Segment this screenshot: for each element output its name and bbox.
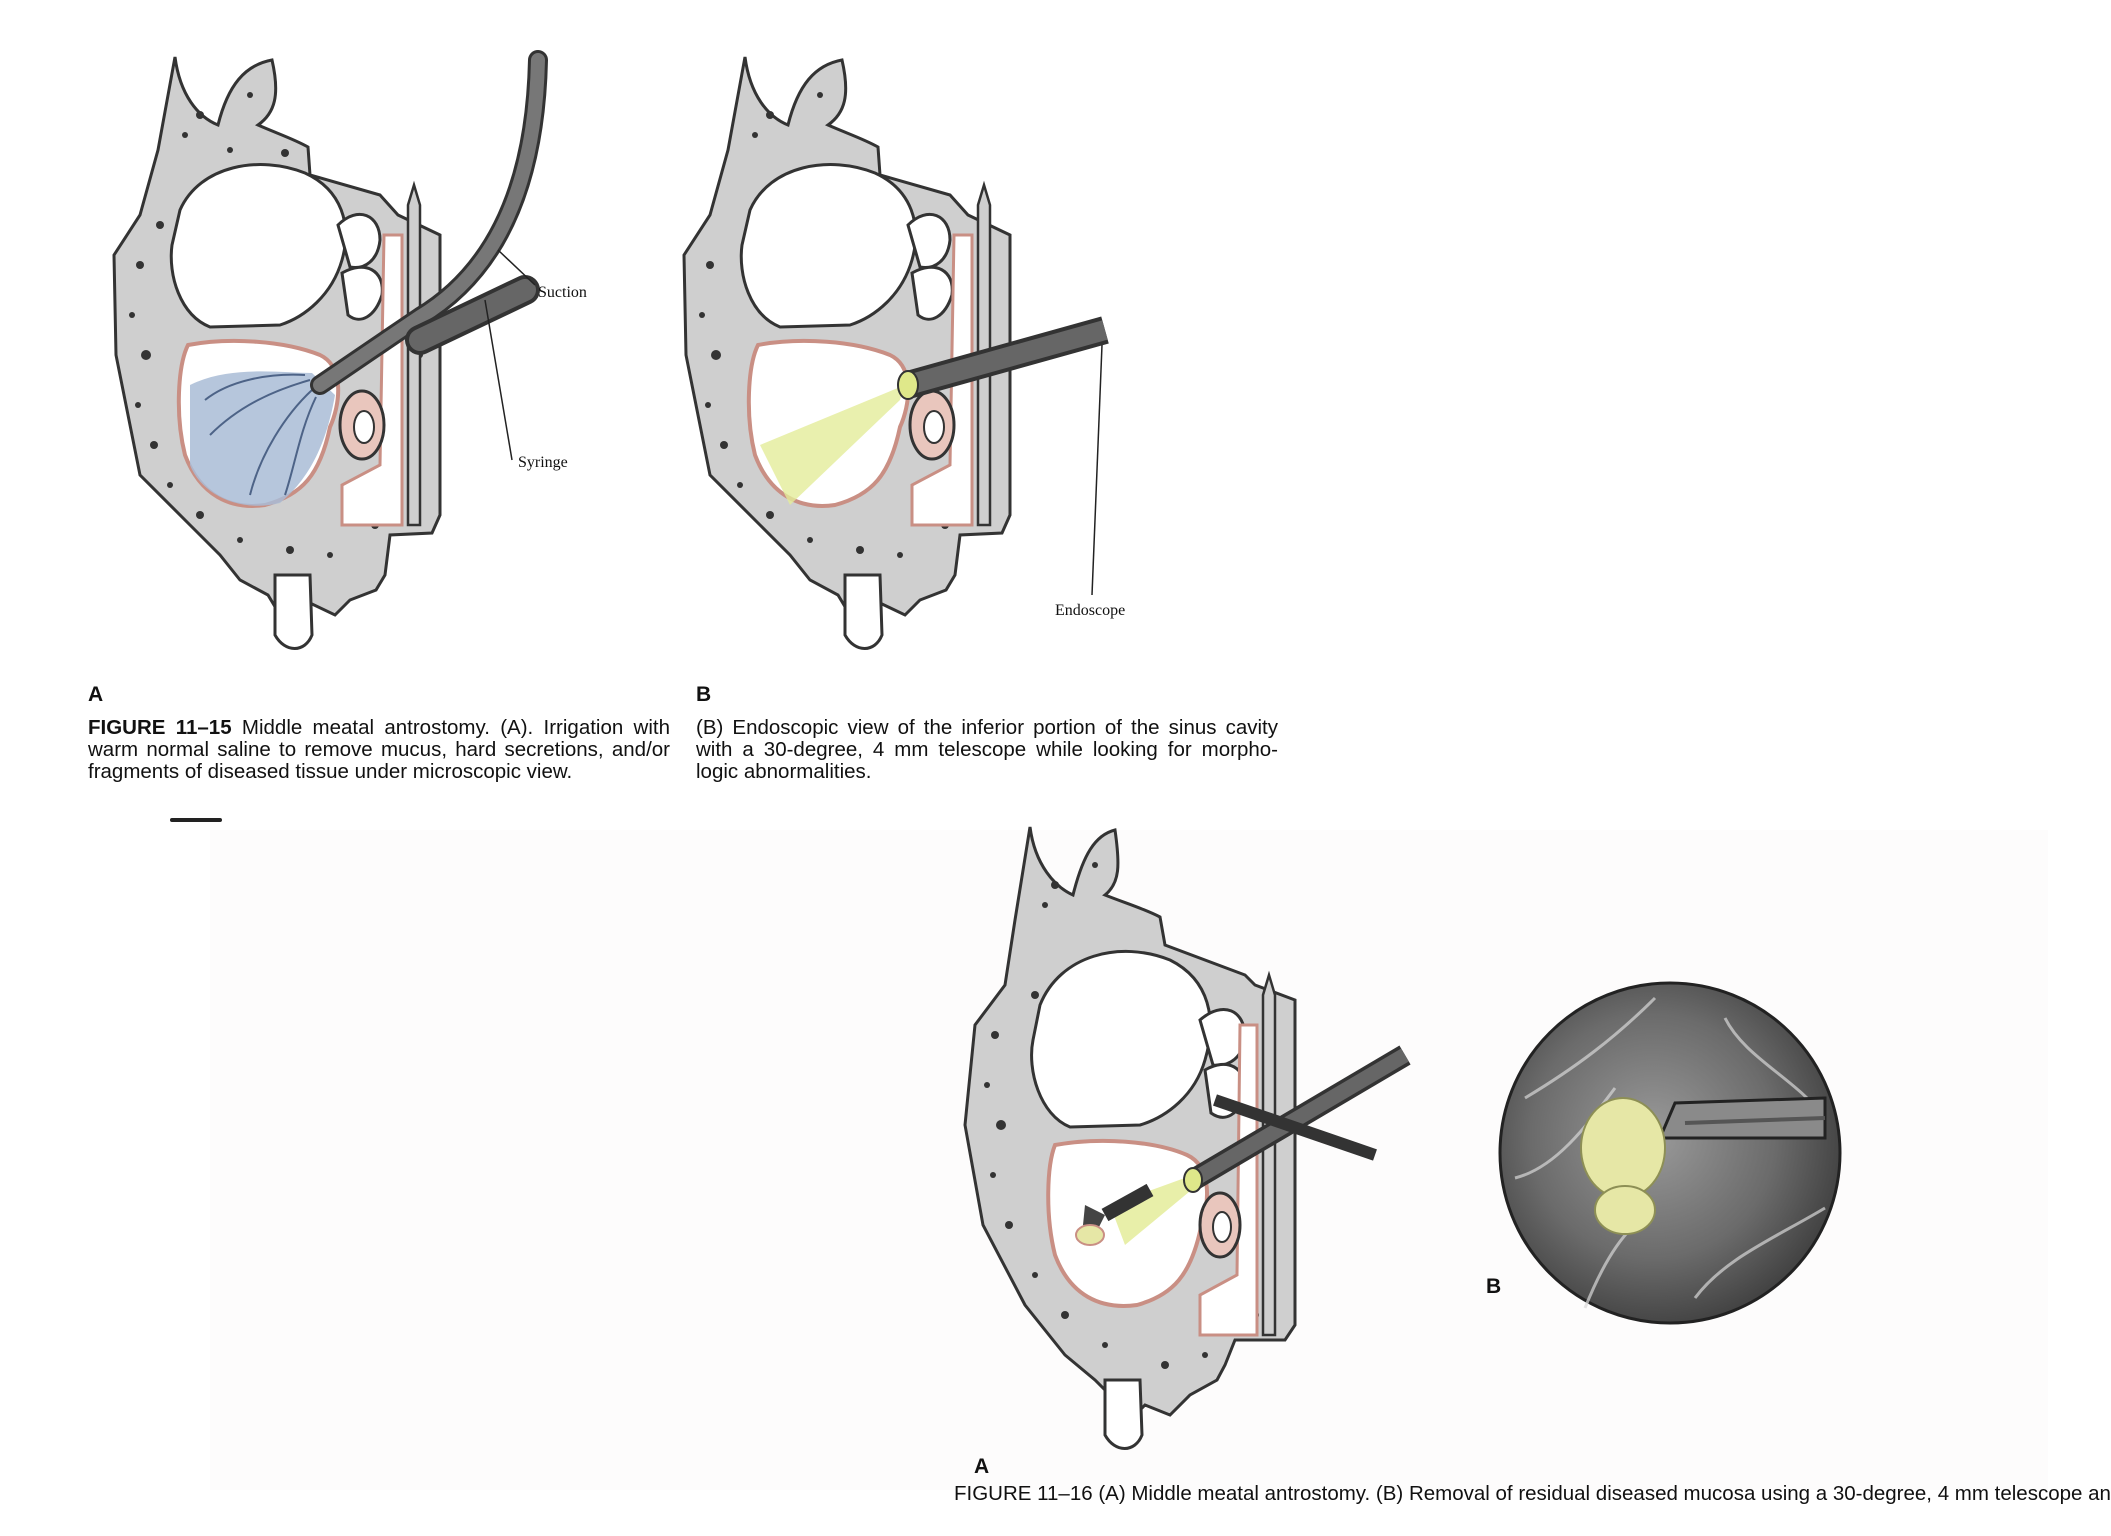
bottom-margin [0,1490,2048,1536]
figure-11-16-caption-text: FIGURE 11–16 (A) Middle meatal antrostom… [954,1482,2111,1505]
figure-11-15-panel-b-illustration: Endoscope [682,56,1125,650]
tooth [273,573,314,650]
syringe-label: Syringe [518,454,568,471]
figure-11-16-panel-a-letter: A [974,1455,990,1478]
figure-11-15-panel-a-letter: A [88,683,104,706]
bone-texture [129,92,423,558]
figure-11-16-panel-b-letter: B [1486,1275,1502,1298]
endoscope-light-cone [760,385,905,505]
figure-number: FIGURE 11–15 [88,716,232,739]
figure-11-16-caption-cut: FIGURE 11–16 (A) Middle meatal antrostom… [954,1483,2111,1505]
figure-11-15-caption-left: FIGURE 11–15 Middle meatal antrostomy. (… [88,717,670,783]
figure-11-15-panel-b-letter: B [696,683,712,706]
caption-right-text: (B) Endoscopic view of the inferior port… [696,716,1278,783]
residual-mucosa [1580,1097,1666,1199]
page-mark [170,818,222,822]
orbit [169,163,348,329]
caption-left-text: Middle meatal antrostomy. (A). Irrigatio… [88,716,670,783]
suction-label: Suction [538,284,587,301]
endoscope-label: Endoscope [1055,602,1125,619]
figure-11-16-panel-a-illustration [963,826,1411,1450]
figure-11-15-panel-a-illustration: Suction Syringe [112,50,587,650]
figure-11-15-caption-right: (B) Endoscopic view of the inferior port… [696,717,1278,783]
figure-11-16-panel-b-endoscopic-view [1498,981,1842,1325]
